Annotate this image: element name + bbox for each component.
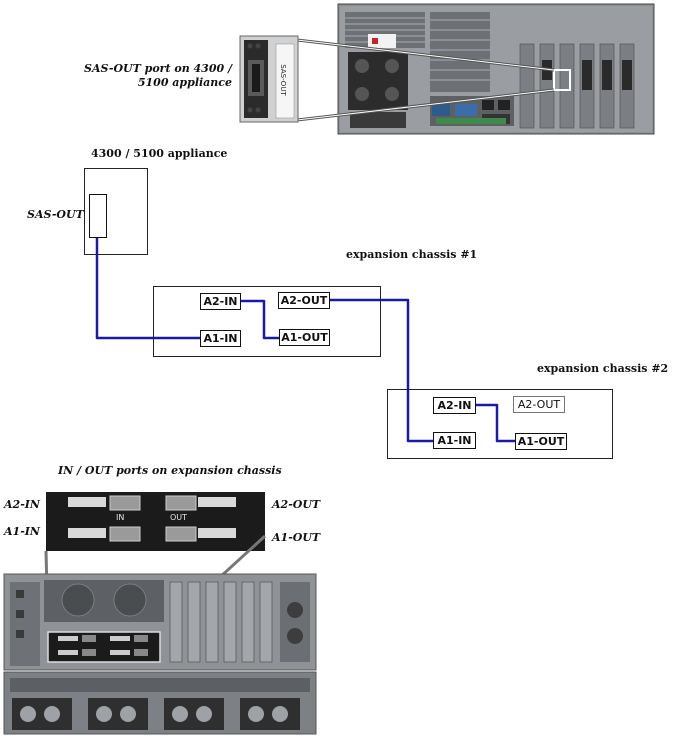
chassis2-title: expansion chassis #2 — [537, 362, 669, 375]
bottom-label-a2-out: A2-OUT — [272, 498, 321, 511]
top-photo-caption-line1: SAS-OUT port on 4300 / — [84, 62, 232, 75]
cable-chassis1-to-chassis2 — [330, 298, 433, 443]
chassis2-a1-in-port: A1-IN — [433, 432, 476, 449]
chassis2-a2-out-port: A2-OUT — [513, 396, 565, 413]
bottom-label-a1-in: A1-IN — [4, 525, 40, 538]
bottom-photo-caption: IN / OUT ports on expansion chassis — [58, 464, 282, 477]
chassis1-a2-out-port: A2-OUT — [278, 292, 330, 309]
cable-chassis1-internal — [241, 299, 279, 340]
chassis1-title: expansion chassis #1 — [346, 248, 478, 261]
appliance-sas-out-label: SAS-OUT — [27, 208, 84, 221]
chassis1-box — [153, 286, 381, 357]
chassis2-a2-in-port: A2-IN — [433, 397, 476, 414]
bottom-label-a1-out: A1-OUT — [272, 531, 321, 544]
chassis1-a1-out-port: A1-OUT — [279, 329, 330, 346]
appliance-rear-photo — [239, 3, 655, 135]
zoom-out-label: OUT — [170, 513, 188, 522]
appliance-title: 4300 / 5100 appliance — [91, 147, 228, 160]
chassis2-box — [387, 389, 613, 459]
zoom-in-label: IN — [116, 513, 125, 522]
cable-appliance-to-chassis1 — [95, 238, 200, 340]
appliance-sas-out-port — [89, 194, 107, 238]
top-photo-caption-line2: 5100 appliance — [137, 76, 232, 89]
chassis2-a1-out-port: A1-OUT — [515, 433, 567, 450]
cable-chassis2-internal — [476, 403, 515, 443]
bottom-label-a2-in: A2-IN — [4, 498, 40, 511]
chassis1-a2-in-port: A2-IN — [200, 293, 241, 310]
top-photo-caption: SAS-OUT port on 4300 / 5100 appliance — [60, 62, 232, 90]
chassis1-a1-in-port: A1-IN — [200, 330, 241, 347]
